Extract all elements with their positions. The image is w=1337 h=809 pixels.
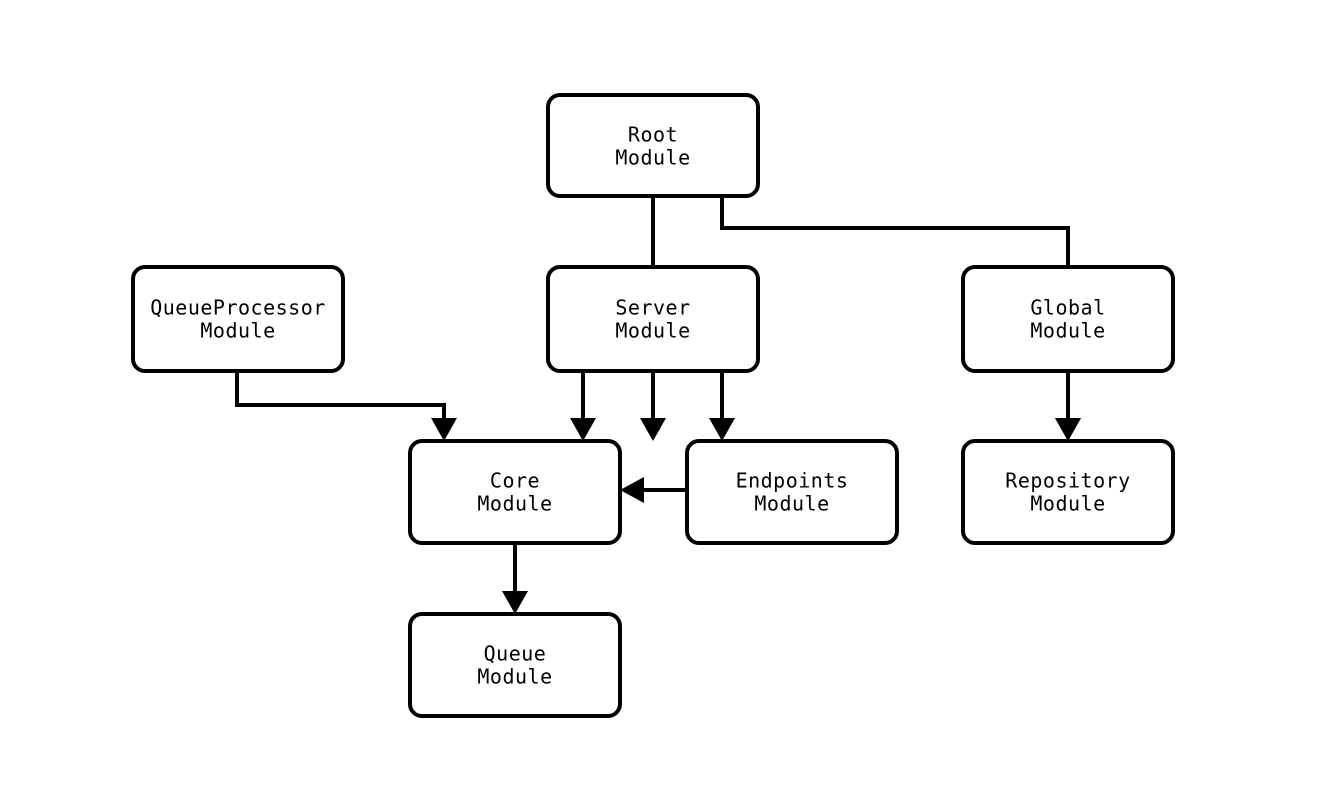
node-endpoints-module[interactable]: Endpoints Module <box>685 439 899 545</box>
node-core-module[interactable]: Core Module <box>408 439 622 545</box>
node-core-module-label-line1: Core <box>490 469 540 493</box>
node-global-module-box[interactable] <box>961 265 1175 373</box>
node-root-module-label-line2: Module <box>615 146 690 170</box>
edge-core-to-queue <box>502 543 528 614</box>
node-endpoints-module-label-line1: Endpoints <box>736 469 849 493</box>
node-root-module[interactable]: Root Module <box>546 93 760 198</box>
node-server-module-label-line2: Module <box>615 319 690 343</box>
node-endpoints-module-label-line2: Module <box>754 492 829 516</box>
edge-server-to-endpoints <box>709 371 735 441</box>
node-endpoints-module-box[interactable] <box>685 439 899 545</box>
node-global-module-label-line1: Global <box>1030 296 1105 320</box>
node-global-module[interactable]: Global Module <box>961 265 1175 373</box>
node-server-module-box[interactable] <box>546 265 760 373</box>
node-server-module-label-line1: Server <box>615 296 690 320</box>
edge-endpoints-to-core <box>620 477 687 503</box>
node-queueprocessor-module-box[interactable] <box>131 265 345 373</box>
edge-queueprocessor-to-core-arrowhead <box>431 418 457 441</box>
node-repository-module-box[interactable] <box>961 439 1175 545</box>
node-repository-module-label-line1: Repository <box>1005 469 1130 493</box>
edge-server-to-endpoints-arrowhead <box>709 418 735 441</box>
node-root-module-box[interactable] <box>546 93 760 198</box>
node-layer: Root Module QueueProcessor Module Server… <box>131 93 1175 718</box>
edge-queueprocessor-to-core-line <box>235 371 446 428</box>
node-queueprocessor-module[interactable]: QueueProcessor Module <box>131 265 345 373</box>
edge-layer <box>235 196 1081 614</box>
edge-queueprocessor-to-core <box>235 371 457 441</box>
node-queue-module[interactable]: Queue Module <box>408 612 622 718</box>
node-queue-module-label-line2: Module <box>477 665 552 689</box>
node-core-module-label-line2: Module <box>477 492 552 516</box>
node-queueprocessor-module-label-line1: QueueProcessor <box>150 296 326 320</box>
edge-endpoints-to-core-arrowhead <box>620 477 644 503</box>
node-core-module-box[interactable] <box>408 439 622 545</box>
node-queueprocessor-module-label-line2: Module <box>200 319 275 343</box>
node-repository-module-label-line2: Module <box>1030 492 1105 516</box>
edge-server-to-core-arrowhead <box>570 418 596 441</box>
node-queue-module-label-line1: Queue <box>484 642 547 666</box>
edge-root-to-server-arrowhead <box>640 418 666 441</box>
node-server-module[interactable]: Server Module <box>546 265 760 373</box>
node-global-module-label-line2: Module <box>1030 319 1105 343</box>
node-queue-module-box[interactable] <box>408 612 622 718</box>
edge-global-to-repository-arrowhead <box>1055 418 1081 441</box>
edge-server-to-core <box>570 371 596 441</box>
node-root-module-label-line1: Root <box>628 123 678 147</box>
edge-global-to-repository <box>1055 371 1081 441</box>
edge-core-to-queue-arrowhead <box>502 591 528 614</box>
node-repository-module[interactable]: Repository Module <box>961 439 1175 545</box>
